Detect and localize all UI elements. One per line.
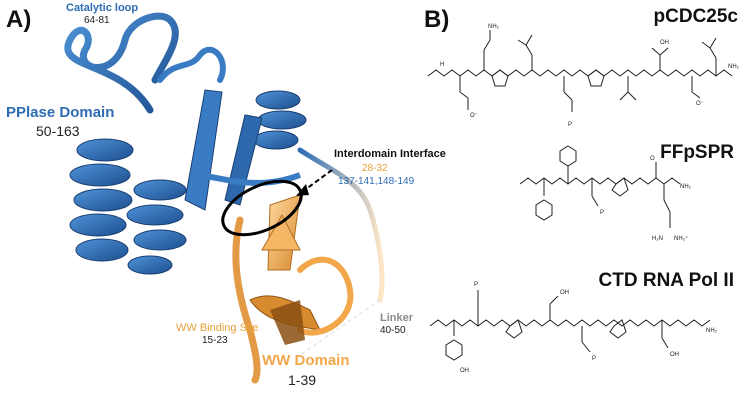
svg-text:O⁻: O⁻ [696, 101, 704, 107]
panel-a-letter: A) [6, 6, 32, 33]
linker-range: 40-50 [380, 325, 406, 336]
svg-text:NH₂: NH₂ [706, 328, 718, 334]
svg-text:OH: OH [560, 290, 569, 296]
svg-text:O: O [650, 156, 655, 162]
pplase-domain-range: 50-163 [36, 123, 80, 139]
svg-text:H₂N: H₂N [652, 236, 663, 242]
svg-text:O⁻: O⁻ [470, 113, 478, 119]
catalytic-loop-ribbon [64, 12, 179, 114]
svg-text:NH₂⁺: NH₂⁺ [674, 235, 688, 242]
interdomain-range-ww: 28-32 [362, 163, 388, 174]
pplase-helix-right [253, 90, 307, 150]
catalytic-loop-title: Catalytic loop [66, 2, 139, 14]
svg-text:NH₂: NH₂ [680, 184, 692, 190]
svg-text:NH₂: NH₂ [728, 64, 740, 70]
ww-domain-range: 1-39 [288, 372, 317, 388]
linker-ribbon [297, 147, 385, 303]
pplase-helix-left [69, 138, 134, 262]
ww-binding-site-title: WW Binding Site [176, 322, 259, 334]
interface-arrow [301, 169, 333, 193]
linker-title: Linker [380, 312, 414, 324]
pplase-helix-middle [126, 179, 187, 275]
peptide-name-pcdc25c: pCDC25c [653, 6, 738, 27]
interdomain-interface-ring [221, 179, 303, 237]
svg-text:P: P [600, 210, 604, 216]
svg-text:OH: OH [660, 40, 669, 46]
svg-text:NH₂: NH₂ [488, 24, 500, 30]
ww-domain-ribbon [232, 194, 354, 384]
svg-text:P: P [474, 282, 478, 288]
interdomain-interface-title: Interdomain Interface [334, 148, 446, 160]
svg-text:OH: OH [460, 368, 469, 374]
pplase-domain-title: PPlase Domain [6, 104, 115, 121]
svg-text:OH: OH [670, 352, 679, 358]
svg-text:H: H [440, 62, 444, 68]
peptide-name-ffpspr: FFpSPR [660, 142, 734, 163]
protein-ribbon-diagram [64, 12, 385, 384]
pplase-beta-sheet [184, 89, 223, 211]
catalytic-loop-range: 64-81 [84, 15, 110, 26]
ww-domain-title: WW Domain [262, 352, 350, 369]
svg-text:P: P [568, 122, 572, 128]
svg-text:P: P [592, 356, 596, 362]
ww-binding-site-range: 15-23 [202, 335, 228, 346]
peptide-name-ctd-rna-pol-ii: CTD RNA Pol II [598, 270, 734, 291]
interdomain-range-pplase: 137-141,148-149 [338, 176, 415, 187]
panel-b-letter: B) [424, 6, 450, 33]
